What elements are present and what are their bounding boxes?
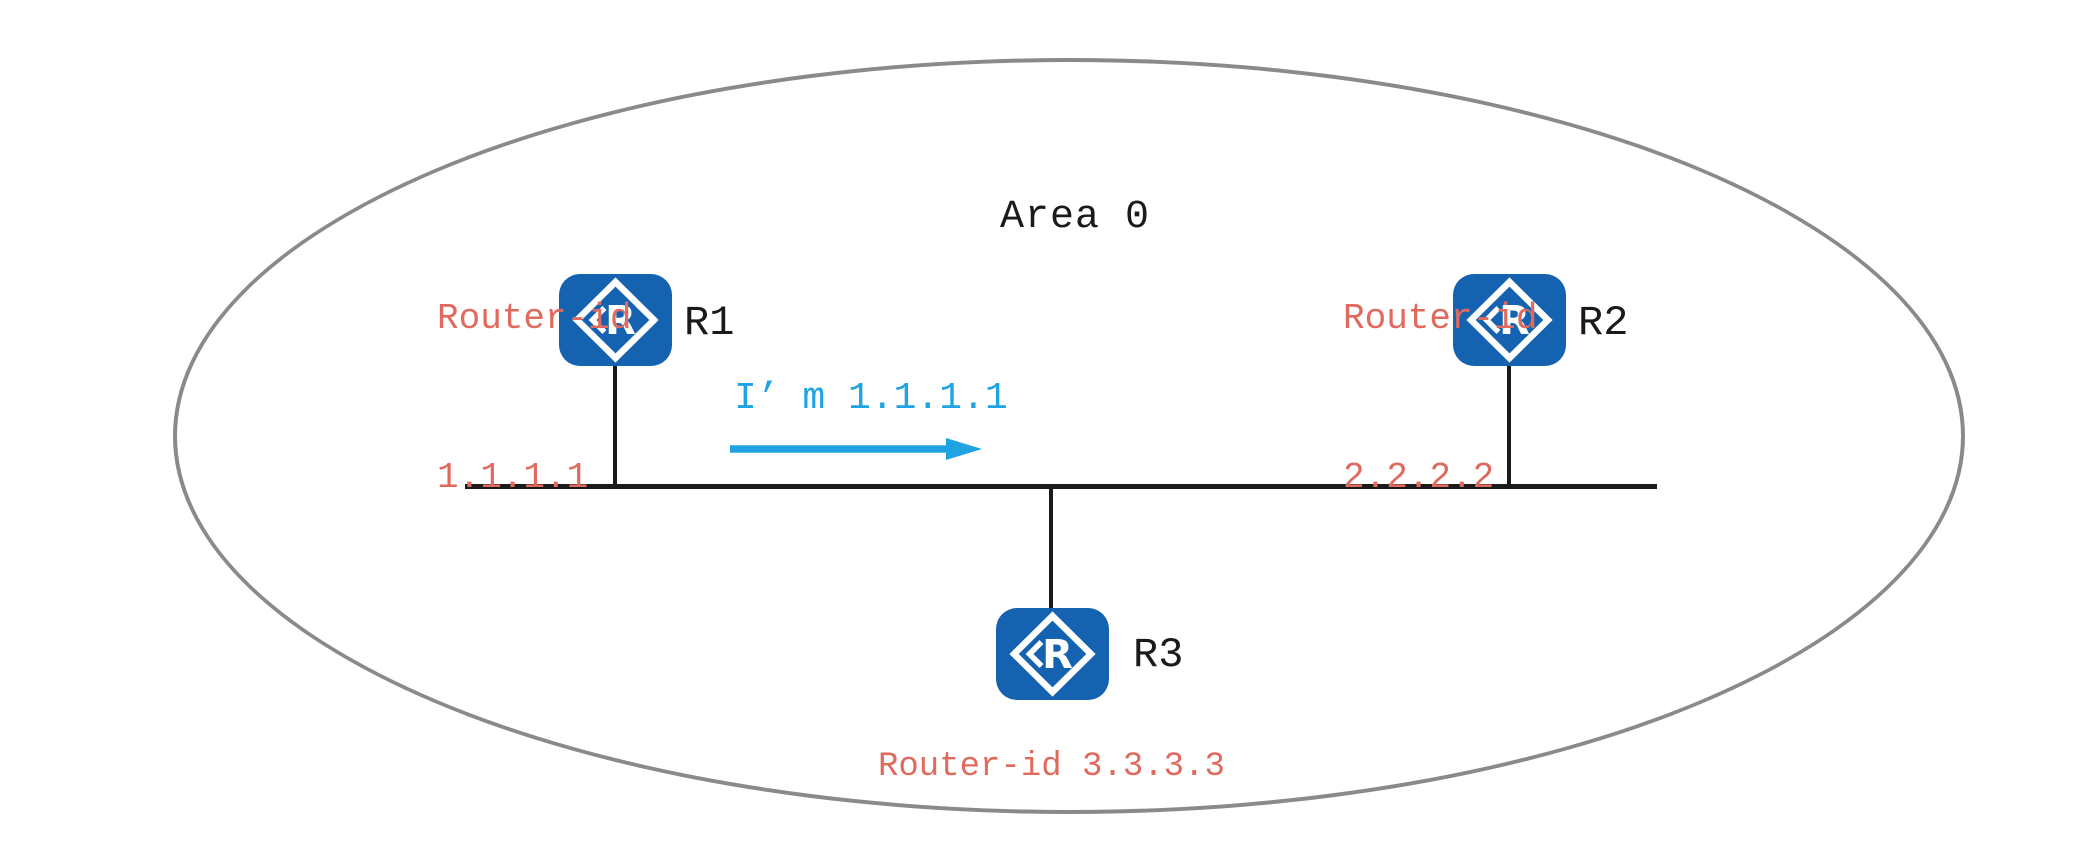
router-name-r1: R1	[684, 299, 735, 347]
router-icon-letter-r3: R	[1042, 632, 1073, 678]
router-id-label-r3: Router-id 3.3.3.3	[878, 748, 1225, 786]
router-icon-letter-r2: R	[1499, 298, 1530, 344]
router-icon-chevron-r2	[1482, 306, 1501, 334]
router-icon-diamond-r1	[572, 277, 659, 363]
router-icon-diamond-r2	[1466, 277, 1553, 363]
link-r3-to-segment	[1049, 489, 1053, 611]
router-icon-body-r3	[996, 608, 1109, 700]
hello-message-arrow-icon	[730, 438, 982, 460]
router-name-r2: R2	[1578, 299, 1629, 347]
router-name-r3: R3	[1133, 631, 1184, 679]
router-icon-chevron-r1	[588, 306, 607, 334]
router-icon-r3: R	[996, 608, 1109, 700]
router-icon-body-r1	[559, 274, 672, 366]
router-icon-diamond-r3	[1009, 611, 1096, 697]
network-segment-line	[465, 484, 1657, 489]
link-r2-to-segment	[1507, 366, 1511, 484]
router-icon-r1: R	[559, 274, 672, 366]
router-id-value-r1: 1.1.1.1	[437, 457, 589, 498]
area-boundary-ellipse	[173, 58, 1965, 814]
router-id-label-r2: Router-id 2.2.2.2	[1343, 186, 1537, 610]
router-id-caption-r2: Router-id	[1343, 298, 1538, 339]
hello-message-text: I’ m 1.1.1.1	[734, 377, 1008, 420]
link-r1-to-segment	[613, 366, 617, 484]
router-id-caption-r1: Router-id	[437, 298, 632, 339]
router-icon-r2: R	[1453, 274, 1566, 366]
router-icon-body-r2	[1453, 274, 1566, 366]
area-label: Area 0	[1000, 195, 1151, 240]
router-icon-letter-r1: R	[605, 298, 636, 344]
router-id-label-r1: Router-id 1.1.1.1	[437, 186, 631, 610]
router-id-value-r2: 2.2.2.2	[1343, 457, 1495, 498]
router-icon-chevron-r3	[1025, 640, 1044, 668]
